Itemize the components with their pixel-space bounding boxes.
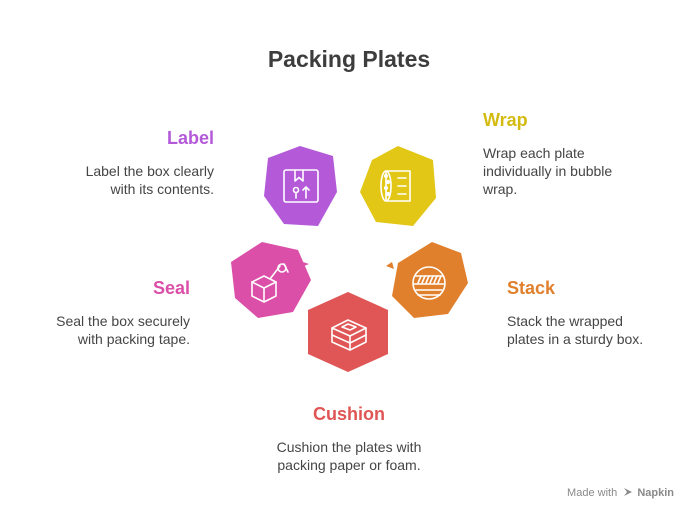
description-line: wrap. xyxy=(483,181,518,197)
description-line: Label the box clearly xyxy=(85,163,214,179)
description-line: with its contents. xyxy=(110,181,215,197)
description-line: individually in bubble xyxy=(483,163,613,179)
cushion-icon xyxy=(331,319,367,351)
hexagon-seal xyxy=(231,242,311,318)
step-stack-title: Stack xyxy=(507,278,556,298)
bubble-wrap-icon xyxy=(380,170,411,202)
hexagon-wrap xyxy=(360,146,436,226)
step-stack-description: Stack the wrapped plates in a sturdy box… xyxy=(507,312,643,348)
step-label-title: Label xyxy=(166,128,214,148)
footer-prefix: Made with xyxy=(567,487,618,499)
description-line: with packing tape. xyxy=(77,331,190,347)
description-line: Stack the wrapped xyxy=(507,313,623,329)
step-cushion-title: Cushion xyxy=(313,404,385,424)
step-cushion-description: Cushion the plates with packing paper or… xyxy=(224,438,474,474)
stacked-plates-icon xyxy=(412,266,446,300)
box-label-icon xyxy=(283,169,319,203)
hexagon-stack xyxy=(386,242,468,318)
description-line: Cushion the plates with xyxy=(276,439,422,455)
description-line: Seal the box securely xyxy=(56,313,190,329)
step-wrap-title: Wrap xyxy=(483,110,528,130)
description-line: Wrap each plate xyxy=(483,145,585,161)
napkin-logo-icon xyxy=(624,488,633,496)
footer-brand: Napkin xyxy=(637,487,674,499)
step-wrap-description: Wrap each plate individually in bubble w… xyxy=(483,144,612,198)
hexagon-label xyxy=(264,146,337,226)
hexagon-cushion xyxy=(308,292,388,372)
page-title: Packing Plates xyxy=(267,46,431,72)
description-line: packing paper or foam. xyxy=(277,457,421,473)
step-label-description: Label the box clearly with its contents. xyxy=(86,162,214,198)
tape-seal-icon xyxy=(251,263,289,303)
description-line: plates in a sturdy box. xyxy=(507,331,644,347)
made-with-napkin-link[interactable]: Made with Napkin xyxy=(567,487,674,499)
step-seal-title: Seal xyxy=(152,278,190,298)
step-seal-description: Seal the box securely with packing tape. xyxy=(56,312,190,348)
